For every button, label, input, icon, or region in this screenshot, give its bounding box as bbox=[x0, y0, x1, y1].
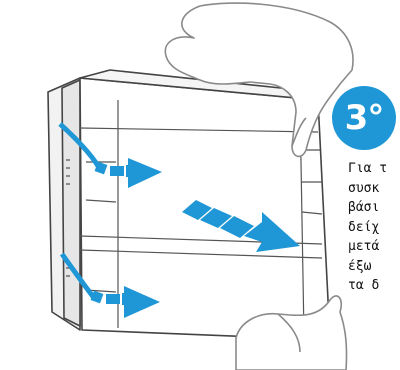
instruction-line: δείχ bbox=[348, 218, 400, 238]
instruction-line: βάσι bbox=[348, 198, 400, 218]
instruction-text: Για τ συσκ βάσι δείχ μετά έξω τα δ bbox=[348, 159, 400, 339]
step-number-label: 3° bbox=[345, 98, 384, 138]
instruction-line: συσκ bbox=[348, 179, 400, 199]
instruction-line: έξω bbox=[348, 257, 400, 277]
device-housing bbox=[48, 70, 330, 340]
instruction-line: Για τ bbox=[348, 159, 400, 179]
instruction-line: τα δ bbox=[348, 276, 400, 296]
instruction-line: μετά bbox=[348, 237, 400, 257]
step-number-badge: 3° bbox=[332, 86, 396, 150]
